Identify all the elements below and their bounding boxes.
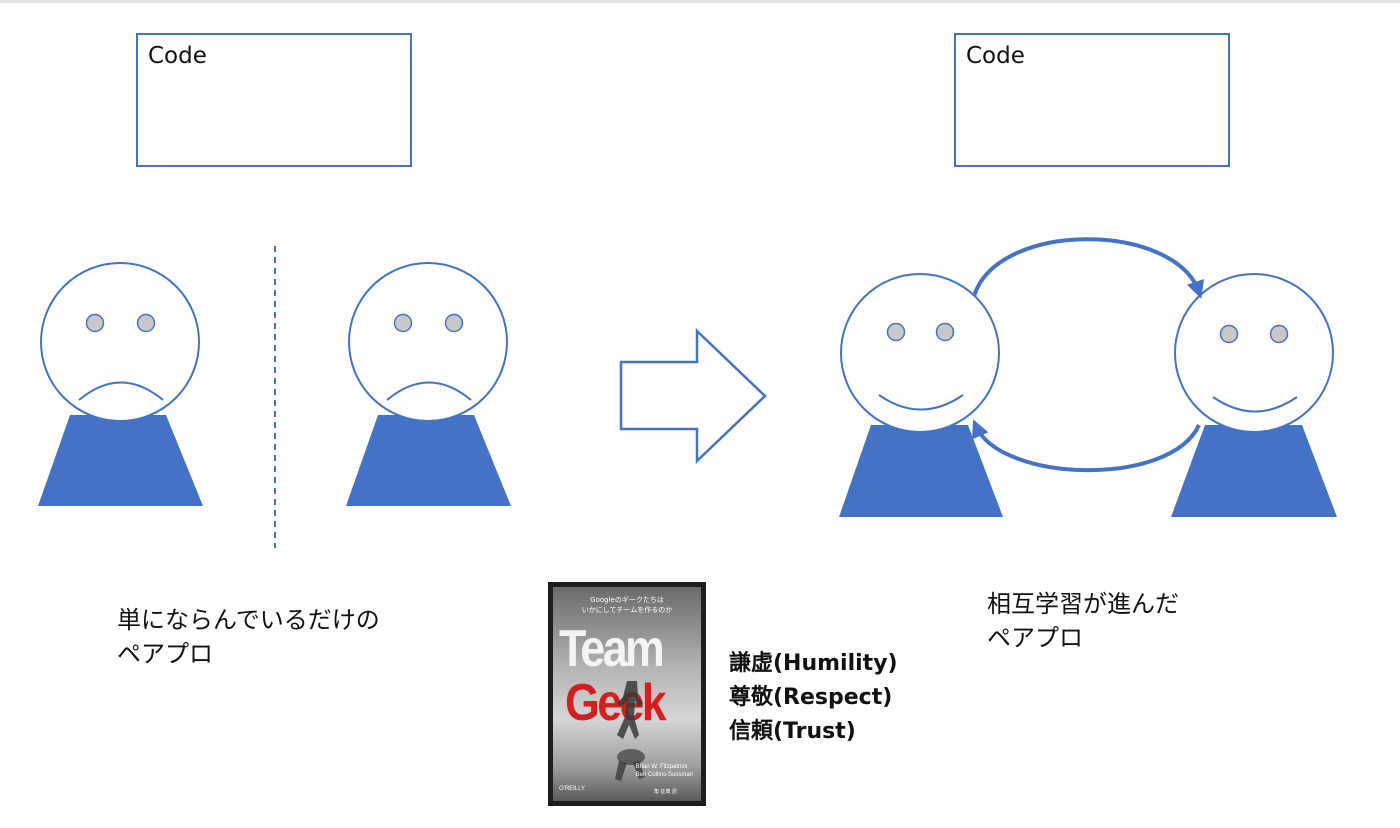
- code-label: Code: [966, 43, 1025, 69]
- book-subtitle-line: Googleのギークたちは: [590, 596, 664, 604]
- right-eye: [1269, 324, 1289, 344]
- happy-person-icon: [1171, 273, 1337, 517]
- book-translator: 角 征典 訳: [653, 789, 677, 795]
- value-respect: 尊敬(Respect): [729, 685, 893, 710]
- frown-mouth: [78, 381, 164, 401]
- top-divider: [0, 0, 1400, 3]
- left-eye: [886, 322, 906, 342]
- caption-line: ペアプロ: [117, 640, 213, 668]
- left-eye: [1219, 324, 1239, 344]
- acrobat-figure-icon: [615, 681, 645, 781]
- happy-person-icon: [839, 273, 1003, 517]
- person-body: [38, 415, 203, 506]
- caption-line: 単にならんでいるだけの: [117, 606, 380, 634]
- person-head: [348, 262, 508, 422]
- book-author: Ben Collins-Sussman: [635, 772, 693, 778]
- team-values-list: 謙虚(Humility) 尊敬(Respect) 信頼(Trust): [729, 647, 898, 749]
- value-trust: 信頼(Trust): [729, 719, 856, 744]
- sad-person-icon: [346, 262, 511, 506]
- sad-person-icon: [38, 262, 203, 506]
- person-head: [1174, 273, 1334, 433]
- person-body: [346, 415, 511, 506]
- top-curved-arrow: [972, 237, 1204, 299]
- person-head: [840, 273, 1000, 433]
- book-subtitle-line: いかにしてチームを作るのか: [581, 606, 673, 614]
- code-box-left: Code: [136, 33, 412, 167]
- right-eye: [935, 322, 955, 342]
- right-arrow-icon: [619, 328, 767, 464]
- person-head: [40, 262, 200, 422]
- person-body: [1171, 425, 1337, 517]
- code-box-right: Code: [954, 33, 1230, 167]
- bottom-curved-arrow: [972, 419, 1201, 473]
- caption-side-by-side: 単にならんでいるだけの ペアプロ: [117, 603, 380, 671]
- smile-mouth: [878, 394, 964, 411]
- book-subtitle: Googleのギークたちは いかにしてチームを作るのか: [553, 595, 701, 615]
- right-eye: [136, 313, 156, 333]
- value-humility: 謙虚(Humility): [729, 651, 898, 676]
- right-eye: [444, 313, 464, 333]
- caption-mutual-learning: 相互学習が進んだ ペアプロ: [987, 587, 1179, 655]
- book-cover-art: Googleのギークたちは いかにしてチームを作るのか Team Geek Br…: [553, 587, 701, 801]
- caption-line: 相互学習が進んだ: [987, 590, 1179, 618]
- person-body: [839, 425, 1003, 517]
- code-label: Code: [148, 43, 207, 69]
- book-publisher-logo: O'REILLY: [559, 786, 586, 792]
- book-title-team: Team: [559, 620, 665, 678]
- frown-mouth: [386, 381, 472, 401]
- smile-mouth: [1212, 396, 1298, 413]
- book-author: Brian W. Fitzpatrick: [635, 764, 688, 770]
- left-eye: [393, 313, 413, 333]
- left-eye: [85, 313, 105, 333]
- circular-arrows-icon: [972, 237, 1204, 473]
- team-geek-book-cover: Googleのギークたちは いかにしてチームを作るのか Team Geek Br…: [548, 582, 706, 806]
- book-authors: Brian W. Fitzpatrick Ben Collins-Sussman: [636, 763, 693, 779]
- book-title-geek: Geek: [565, 674, 667, 732]
- caption-line: ペアプロ: [987, 624, 1083, 652]
